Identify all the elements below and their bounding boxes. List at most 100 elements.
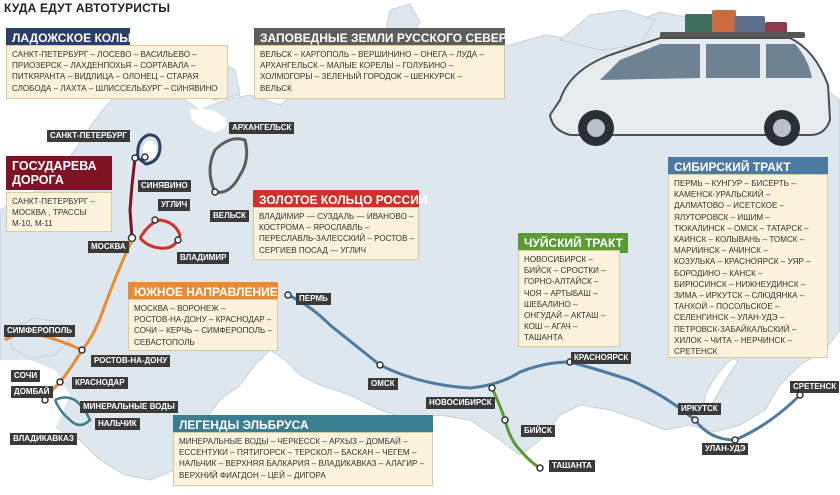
luggage-green <box>685 14 713 36</box>
card-ladoga: САНКТ-ПЕТЕРБУРГ – ЛОСЕВО – ВАСИЛЬЕВО – П… <box>6 45 228 99</box>
city-label-vladikavkaz: ВЛАДИКАВКАЗ <box>10 433 77 445</box>
route-chuysky <box>490 387 541 470</box>
dot-biysk <box>501 416 509 424</box>
title-siberian: СИБИРСКИЙ ТРАКТ <box>668 157 828 177</box>
chuysky-line: ГОРНО-АЛТАЙСК – <box>524 277 599 287</box>
route-elbrus <box>53 396 92 427</box>
chuysky-line: ЧОЯ – АРТЫБАШ – <box>524 288 598 298</box>
dot-uglich <box>151 216 159 224</box>
roof-rack <box>660 32 805 38</box>
gosudareva-title-line: ГОСУДАРЕВА <box>12 159 97 173</box>
city-label-sochi: СОЧИ <box>11 370 41 382</box>
page-title: КУДА ЕДУТ АВТОТУРИСТЫ <box>4 1 171 15</box>
south-line: СОЧИ – КЕРЧЬ – СИМФЕРОПОЛЬ – <box>134 326 272 336</box>
car-window-front <box>600 44 700 80</box>
city-label-krasnoyarsk: КРАСНОЯРСК <box>571 352 632 364</box>
dot-tashanta <box>536 464 544 472</box>
dot-sinyavino <box>141 153 149 161</box>
luggage-orange <box>712 10 736 36</box>
card-south: МОСКВА – ВОРОНЕЖ – РОСТОВ-НА-ДОНУ – КРАС… <box>128 299 278 351</box>
city-label-dombai: ДОМБАЙ <box>11 386 53 398</box>
chuysky-line: БИЙСК – СРОСТКИ – <box>524 266 606 276</box>
north-line: ХОЛМОГОРЫ – ЗЕЛЕНЫЙ ГОРОДОК – ШЕНКУРСК – <box>260 72 462 82</box>
dot-rostov <box>78 346 86 354</box>
city-label-omsk: ОМСК <box>368 378 398 390</box>
siberian-line: БИРЮСИНСК – НИЖНЕУДИНСК – <box>674 279 806 289</box>
gosudareva-title-line: ДОРОГА <box>12 173 64 187</box>
golden-ring-line: СЕРГИЕВ ПОСАД — УГЛИЧ <box>259 245 367 255</box>
card-golden-ring: ВЛАДИМИР — СУЗДАЛЬ — ИВАНОВО – КОСТРОМА … <box>253 207 419 260</box>
city-label-sinyavino: СИНЯВИНО <box>138 180 191 192</box>
gosudareva-line: САНКТ-ПЕТЕРБУРГ – <box>12 197 96 206</box>
siberian-line: СЕЛЕНГИНСК – УЛАН-УДЭ – <box>674 313 785 323</box>
north-line: ВЕЛЬСК – КАРГОПОЛЬ – ВЕРШИНИНО – ОНЕГА –… <box>260 50 484 59</box>
dot-novosibirsk <box>488 384 496 392</box>
route-siberian <box>287 293 802 442</box>
siberian-line: СРЕТЕНСК <box>674 347 718 357</box>
ladoga-line: ПИТКЯРАНТА – ВИДЛИЦА – ОЛОНЕЦ – СТАРАЯ <box>12 72 199 82</box>
title-elbrus: ЛЕГЕНДЫ ЭЛЬБРУСА <box>173 415 433 435</box>
siberian-line: МАРИИНСК – АЧИНСК – <box>674 246 768 256</box>
title-golden-ring: ЗОЛОТОЕ КОЛЬЦО РОССИИ <box>253 190 427 210</box>
siberian-line: ЯЛУТОРОВСК – ИШИМ – <box>674 212 770 222</box>
gosudareva-line: М-10, М-11 <box>12 219 53 229</box>
golden-ring-line: КОСТРОМА – ЯРОСЛАВЛЬ – <box>259 223 370 233</box>
car-window-rear <box>766 44 812 78</box>
golden-ring-line: ВЛАДИМИР — СУЗДАЛЬ — ИВАНОВО – <box>259 212 414 221</box>
title-gosudareva: ГОСУДАРЕВА ДОРОГА <box>6 156 112 190</box>
siberian-line: ТАНХОЙ – ПОСОЛЬСКОЕ – <box>674 302 780 312</box>
city-dots <box>16 153 804 472</box>
north-line: АРХАНГЕЛЬСК – МАЛЫЕ КОРЕЛЫ – ГОЛУБИНО – <box>260 61 454 71</box>
chuysky-line: ОНГУДАЙ – АКТАШ – <box>524 311 606 321</box>
siberian-line: ДАЛМАТОВО – ИСЕТСКОЕ – <box>674 201 785 211</box>
city-label-krasnodar: КРАСНОДАР <box>72 377 128 389</box>
city-label-vladimir: ВЛАДИМИР <box>177 252 230 264</box>
siberian-line: ХИЛОК – ЧИТА – НЕРЧИНСК – <box>674 335 792 345</box>
title-south: ЮЖНОЕ НАПРАВЛЕНИЕ <box>128 282 278 302</box>
route-north <box>208 137 249 194</box>
city-label-simferopol: СИМФЕРОПОЛЬ <box>4 325 75 337</box>
siberian-line: ЗИМА – ИРКУТСК – СЛЮДЯНКА – <box>674 291 805 301</box>
chuysky-line: НОВОСИБИРСК – <box>524 255 593 264</box>
dot-irkutsk <box>691 416 699 424</box>
city-label-moscow: МОСКВА <box>88 241 129 253</box>
siberian-line: КАМЕНСК-УРАЛЬСКИЙ – <box>674 190 771 200</box>
route-ladoga <box>136 133 162 166</box>
city-label-irkutsk: ИРКУТСК <box>678 403 721 415</box>
city-label-arkhangelsk: АРХАНГЕЛЬСК <box>229 122 295 134</box>
white-sea <box>190 108 227 132</box>
siberian-line: ПЕТРОВСК-ЗАБАЙКАЛЬСКИЙ – <box>674 324 797 334</box>
card-gosudareva: САНКТ-ПЕТЕРБУРГ – МОСКВА , ТРАССЫ М-10, … <box>6 192 112 232</box>
siberian-line: БОРОДИНО – КАНСК – <box>674 268 763 278</box>
chuysky-line: КОШ – АГАЧ – <box>524 322 578 332</box>
ladoga-line: САНКТ-ПЕТЕРБУРГ – ЛОСЕВО – ВАСИЛЬЕВО – <box>12 50 197 59</box>
city-label-uglich: УГЛИЧ <box>158 199 191 211</box>
city-label-perm: ПЕРМЬ <box>296 293 331 305</box>
elbrus-line: НАЛЬЧИК – ВЕРХНЯЯ БАЛКАРИЯ – ВЛАДИКАВКАЗ… <box>179 459 425 469</box>
siberian-line: ТЮКАЛИНСК – ОМСК – ТАТАРСК – <box>674 223 809 233</box>
city-label-sretensk: СРЕТЕНСК <box>790 381 840 393</box>
chuysky-line: ШЕБАЛИНО – <box>524 299 578 309</box>
south-line: МОСКВА – ВОРОНЕЖ – <box>134 304 226 313</box>
card-chuysky: НОВОСИБИРСК – БИЙСК – СРОСТКИ – ГОРНО-АЛ… <box>518 250 620 347</box>
city-label-tashanta: ТАШАНТА <box>549 460 595 472</box>
city-label-novosibirsk: НОВОСИБИРСК <box>426 397 495 409</box>
title-north: ЗАПОВЕДНЫЕ ЗЕМЛИ РУССКОГО СЕВЕРА <box>254 28 514 48</box>
dot-velsk <box>211 188 219 196</box>
dot-perm <box>284 291 292 299</box>
gosudareva-line: МОСКВА , ТРАССЫ <box>12 208 87 218</box>
city-label-minvody: МИНЕРАЛЬНЫЕ ВОДЫ <box>80 401 178 413</box>
city-label-biysk: БИЙСК <box>521 425 555 437</box>
south-line: РОСТОВ-НА-ДОНУ – КРАСНОДАР – <box>134 315 272 325</box>
city-label-velsk: ВЕЛЬСК <box>210 210 249 222</box>
elbrus-line: МИНЕРАЛЬНЫЕ ВОДЫ – ЧЕРКЕССК – АРХЫЗ – ДО… <box>179 437 408 446</box>
route-gosudareva <box>128 157 137 239</box>
car-window-middle <box>706 44 760 78</box>
title-ladoga: ЛАДОЖСКОЕ КОЛЬЦО <box>6 28 146 48</box>
city-label-spb: САНКТ-ПЕТЕРБУРГ <box>47 130 130 142</box>
luggage-blue <box>735 16 765 36</box>
siberian-line: ПЕРМЬ – КУНГУР – БИСЕРТЬ – <box>674 179 796 188</box>
title-chuysky: ЧУЙСКИЙ ТРАКТ <box>518 233 628 253</box>
